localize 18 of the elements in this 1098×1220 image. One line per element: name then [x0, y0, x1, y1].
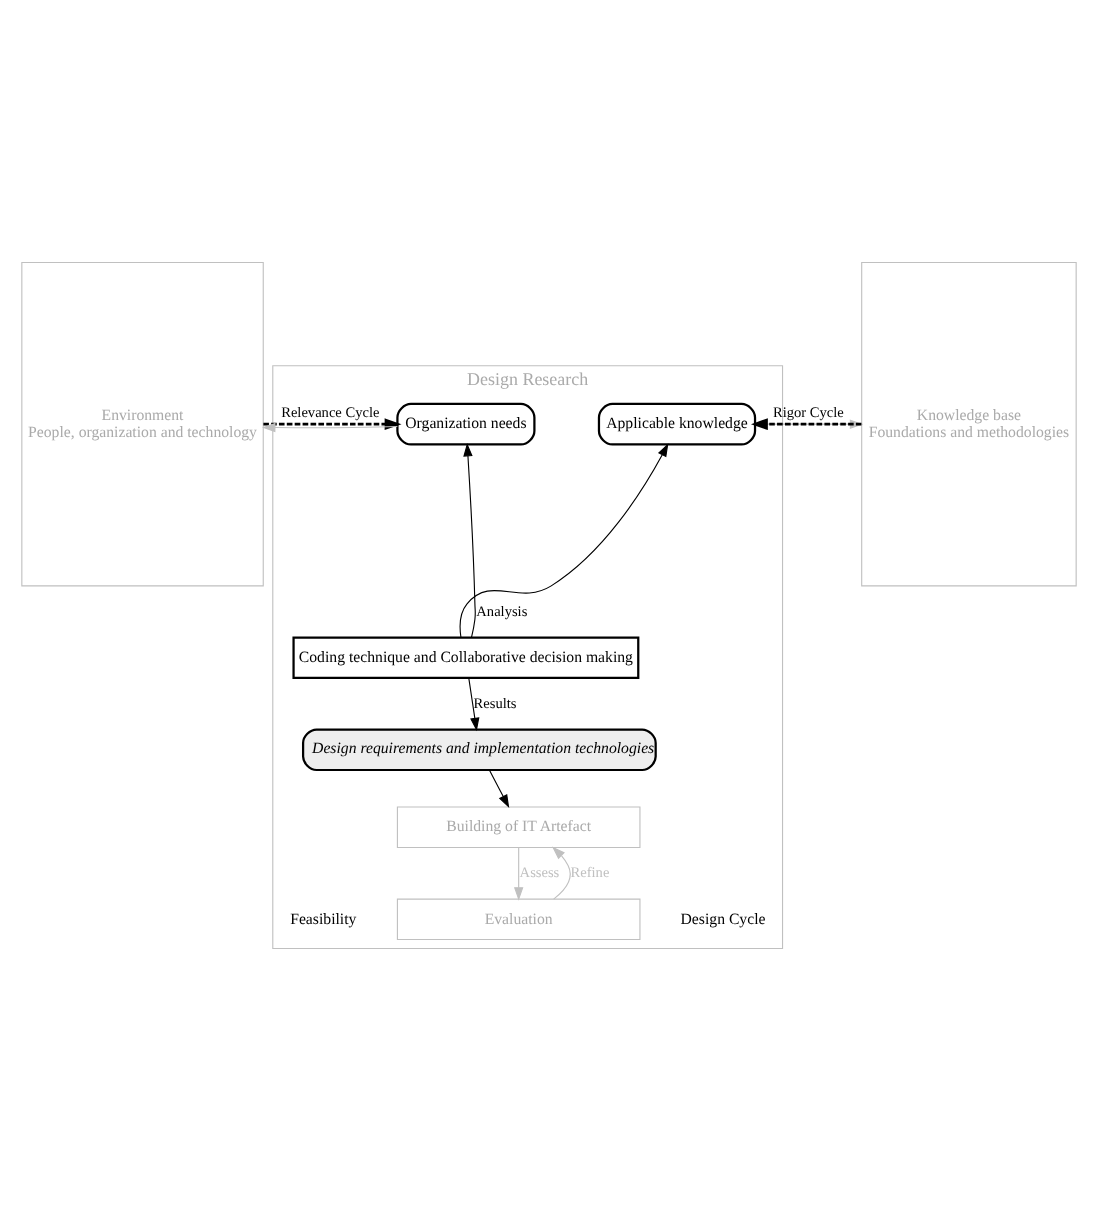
- arrow: [468, 677, 480, 732]
- label: Design Cycle: [680, 909, 766, 928]
- node-box: Evaluation: [396, 898, 641, 941]
- arrow: [552, 846, 571, 900]
- label: Feasibility: [290, 909, 357, 928]
- node-box: Organization needs: [396, 402, 536, 446]
- arrow: [261, 422, 398, 433]
- node-box: Environment People, organization and technology: [21, 261, 264, 587]
- node-box: Coding technique and Collaborative decision making: [292, 636, 640, 680]
- arrow: [463, 442, 476, 638]
- arrow: [513, 847, 524, 901]
- node-box: Design requirements and implementation technologies: [302, 728, 657, 772]
- arrow: [459, 443, 669, 639]
- node-box: Knowledge base Foundations and methodologies: [861, 261, 1077, 587]
- node-box: Building of IT Artefact: [396, 806, 641, 849]
- node-box: Applicable knowledge: [597, 402, 757, 446]
- arrow: [263, 418, 402, 431]
- arrow: [488, 769, 510, 809]
